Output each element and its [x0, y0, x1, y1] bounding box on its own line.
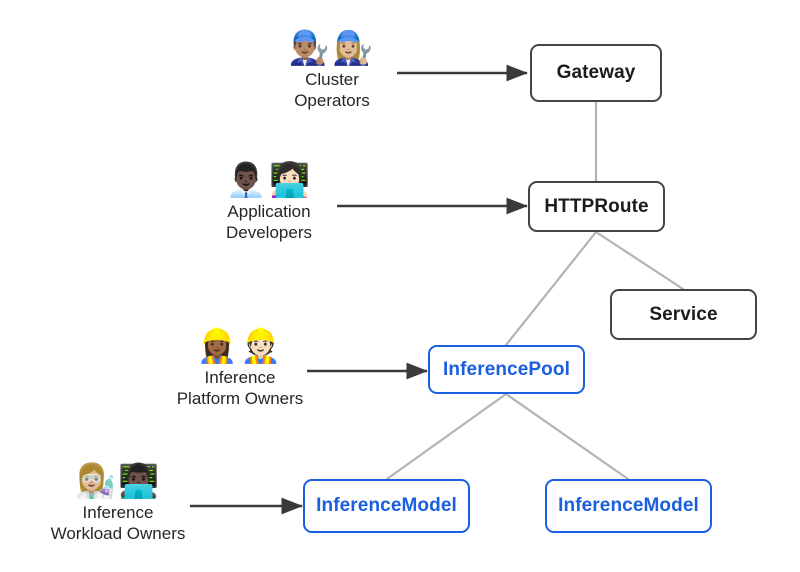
node-inferencemodel-1-label: InferenceModel [316, 495, 457, 516]
cluster-operators-label-line2: Operators [294, 91, 370, 110]
inference-platform-owners-emoji: 👷🏾‍♀️👷🏻 [196, 327, 284, 364]
edge-inferencepool-model-1 [385, 392, 508, 481]
cluster-operators-label-line1: Cluster [305, 70, 359, 89]
inference-workload-owners-label: Inference Workload Owners [51, 502, 186, 544]
inference-platform-owners-label-line1: Inference [204, 368, 276, 387]
node-inferencepool[interactable]: InferencePool [428, 345, 585, 394]
node-gateway-label: Gateway [556, 62, 636, 83]
node-inferencemodel-1[interactable]: InferenceModel [303, 479, 470, 533]
inference-workload-owners-emoji: 👩🏼‍🔬👨🏿‍💻 [74, 462, 162, 499]
node-inferencemodel-2[interactable]: InferenceModel [545, 479, 712, 533]
cluster-operators-label: Cluster Operators [294, 69, 370, 111]
edge-httproute-service [594, 230, 685, 291]
edge-httproute-inferencepool [504, 230, 598, 347]
persona-cluster-operators: 👨🏽‍🔧👩🏼‍🔧 Cluster Operators [262, 28, 402, 111]
inference-platform-owners-label-line2: Platform Owners [176, 389, 304, 408]
inference-workload-owners-label-line2: Workload Owners [50, 524, 186, 543]
inference-workload-owners-label-line1: Inference [82, 503, 154, 522]
node-inferencemodel-2-label: InferenceModel [558, 495, 699, 516]
persona-inference-workload-owners: 👩🏼‍🔬👨🏿‍💻 Inference Workload Owners [48, 461, 188, 544]
node-httproute-label: HTTPRoute [544, 195, 649, 217]
application-developers-label-line2: Developers [226, 223, 312, 242]
application-developers-emoji: 👨🏿‍💼👩🏻‍💻 [225, 161, 313, 198]
cluster-operators-emoji: 👨🏽‍🔧👩🏼‍🔧 [288, 29, 376, 66]
persona-application-developers: 👨🏿‍💼👩🏻‍💻 Application Developers [198, 160, 340, 243]
inference-platform-owners-label: Inference Platform Owners [177, 367, 304, 409]
application-developers-label: Application Developers [226, 201, 312, 243]
persona-inference-platform-owners: 👷🏾‍♀️👷🏻 Inference Platform Owners [170, 326, 310, 409]
edge-inferencepool-model-2 [504, 392, 630, 481]
node-service-label: Service [649, 303, 718, 325]
node-gateway[interactable]: Gateway [530, 44, 662, 102]
node-inferencepool-label: InferencePool [443, 358, 570, 380]
node-service[interactable]: Service [610, 289, 757, 340]
application-developers-label-line1: Application [227, 202, 311, 221]
node-httproute[interactable]: HTTPRoute [528, 181, 665, 232]
